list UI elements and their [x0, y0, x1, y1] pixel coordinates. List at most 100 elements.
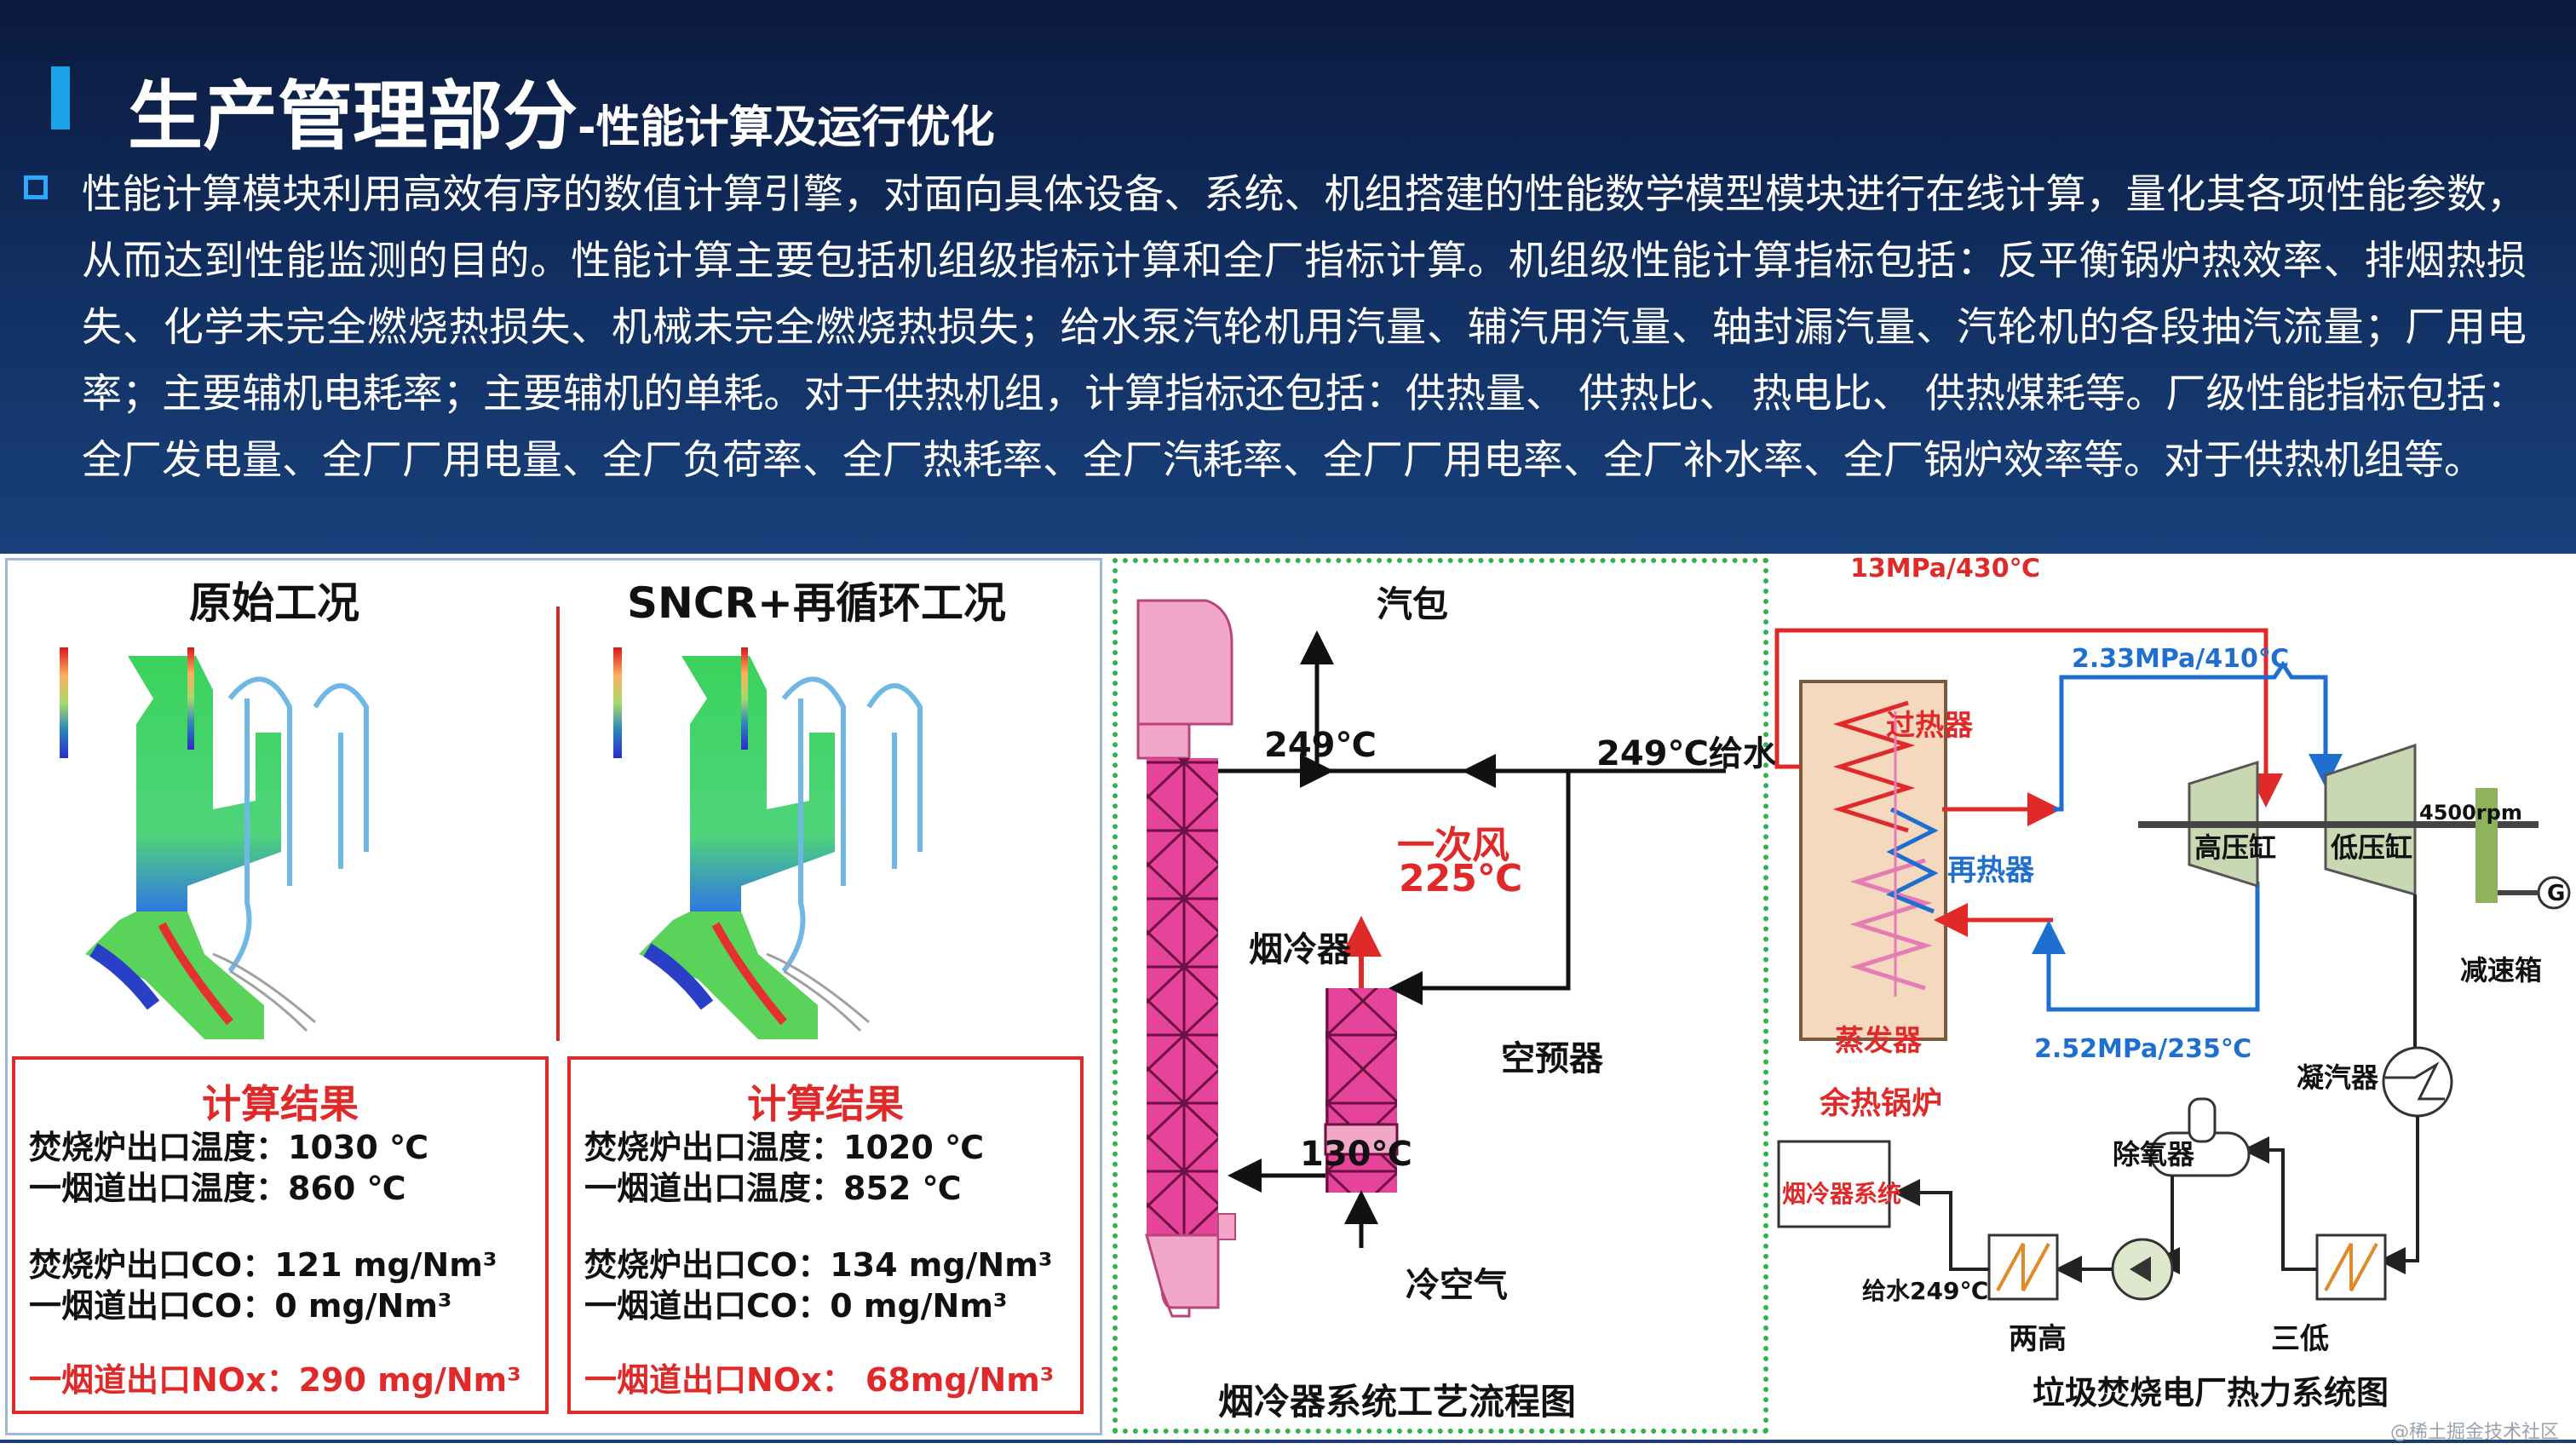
flue-cooler-tubes: [1147, 758, 1218, 1235]
description-paragraph: 性能计算模块利用高效有序的数值计算引擎，对面向具体设备、系统、机组搭建的性能数学…: [82, 171, 2527, 484]
flue-cooler-system-box: [1777, 1140, 1891, 1228]
hp-heater-outlet: [1893, 1179, 1989, 1271]
result-line-furnace-co: 焚烧炉出口CO：121 mg/Nm³: [29, 1246, 497, 1284]
result-line-flue-temp: 一烟道出口温度：852 ℃: [584, 1170, 962, 1207]
case2-simulation-image: [613, 647, 923, 1039]
lp-heater-coil: [2324, 1243, 2378, 1291]
page-title: 生产管理部分-性能计算及运行优化: [128, 56, 995, 164]
three-low-label: 三低: [2271, 1322, 2329, 1356]
two-high-label: 两高: [2009, 1322, 2067, 1356]
column-neck: [1136, 722, 1191, 760]
result-line-furnace-co: 焚烧炉出口CO：134 mg/Nm³: [584, 1246, 1053, 1284]
case1-result-box: 计算结果 焚烧炉出口温度：1030 ℃ 一烟道出口温度：860 ℃ 焚烧炉出口C…: [12, 1056, 549, 1414]
flue-cooler-label: 烟冷器: [1249, 930, 1351, 969]
result-line-flue-co: 一烟道出口CO：0 mg/Nm³: [584, 1287, 1008, 1325]
result-line-nox: 一烟道出口NOx：290 mg/Nm³: [29, 1361, 521, 1399]
lp-turbine-label: 低压缸: [2331, 831, 2413, 864]
result-line-nox: 一烟道出口NOx： 68mg/Nm³: [584, 1361, 1055, 1399]
flue-cooler-caption: 烟冷器系统工艺流程图: [1218, 1381, 1577, 1423]
hp-turbine-label: 高压缸: [2194, 831, 2277, 864]
flue-cooler-diagram: [1136, 599, 1726, 1318]
watermark: @稀土掘金技术社区: [2389, 1422, 2559, 1443]
deaerator-label: 除氧器: [2113, 1138, 2195, 1170]
case1-title: 原始工况: [189, 578, 359, 628]
waste-boiler-label: 余热锅炉: [1820, 1086, 1943, 1121]
feedwater-249-label-right: 给水249℃: [1862, 1277, 1989, 1305]
feedwater-249-label: 249℃给水: [1596, 734, 1777, 773]
case2-result-box: 计算结果 焚烧炉出口温度：1020 ℃ 一烟道出口温度：852 ℃ 焚烧炉出口C…: [567, 1056, 1084, 1414]
cold-zone: [89, 943, 160, 1010]
column-hopper: [1145, 1233, 1220, 1309]
flow-streamlines: [227, 676, 369, 973]
generator-label: G: [2547, 881, 2566, 906]
condenser-label: 凝汽器: [2297, 1061, 2379, 1094]
legend-colorbar: [613, 647, 622, 758]
primary-air-label: 一次风: [1397, 824, 1509, 867]
condenser-icon: [2382, 1046, 2453, 1118]
thermal-system-caption: 垃圾焚烧电厂热力系统图: [2033, 1374, 2389, 1412]
simulation-panel: [5, 558, 1102, 1435]
air-preheater-label: 空预器: [1501, 1039, 1603, 1078]
bullet-square-icon: [24, 175, 48, 199]
cold-air-label: 冷空气: [1406, 1266, 1508, 1305]
column-port: [1217, 1213, 1236, 1240]
drum-label: 汽包: [1377, 584, 1449, 625]
reheat-steam-label: 2.33MPa/410℃: [2072, 644, 2290, 674]
flow-streamlines-lower: [212, 952, 316, 1032]
column-outlet: [1160, 1290, 1191, 1318]
deaerator-head: [2188, 1097, 2217, 1143]
condenser-symbol: [2385, 1061, 2445, 1101]
flow-streamlines: [781, 676, 923, 973]
rpm-label: 4500rpm: [2419, 801, 2522, 825]
cold-zone: [643, 943, 714, 1010]
reheat-steam-line: [2053, 660, 2343, 812]
superheater-coil: [1832, 700, 1916, 833]
result-line-furnace-temp: 焚烧炉出口温度：1030 ℃: [29, 1129, 429, 1166]
title-main: 生产管理部分: [128, 72, 578, 160]
hp-heater-coil: [1996, 1243, 2050, 1291]
gearbox-label: 减速箱: [2460, 954, 2543, 986]
flue-cooler-system-label: 烟冷器系统: [1782, 1180, 1902, 1208]
flame-zone: [158, 922, 233, 1026]
footer-rule: [0, 1440, 2576, 1443]
result-line-flue-co: 一烟道出口CO：0 mg/Nm³: [29, 1287, 452, 1325]
air-preheater-gap: [1324, 1123, 1399, 1156]
legend-colorbar-2: [741, 647, 748, 750]
temp-249-label: 249℃: [1264, 726, 1377, 765]
evaporator-label: 蒸发器: [1835, 1024, 1922, 1058]
case-separator: [556, 607, 560, 1041]
primary-air-temp-label: 225℃: [1399, 857, 1523, 900]
main-steam-line: [1774, 628, 2283, 808]
thermal-system-diagram: [1774, 628, 2571, 1301]
result-line-flue-temp: 一烟道出口温度：860 ℃: [29, 1170, 406, 1207]
case1-simulation-image: [60, 647, 369, 1039]
lp-turbine: [2324, 743, 2417, 896]
main-steam-label: 13MPa/430℃: [1850, 554, 2040, 584]
legend-colorbar: [60, 647, 68, 758]
temp-130-label: 130℃: [1300, 1135, 1412, 1174]
reheater-coil: [1885, 807, 1939, 914]
pump-arrow: [2130, 1256, 2151, 1282]
furnace-temperature-field: [128, 656, 281, 911]
flue-cooler-panel: [1113, 558, 1768, 1434]
title-accent-bar: [51, 66, 70, 129]
result-title: 计算结果: [747, 1081, 904, 1127]
reheater-label: 再热器: [1947, 854, 2034, 888]
to-deaerator: [2242, 1136, 2317, 1271]
flow-streamlines-lower: [766, 952, 870, 1032]
header-area: 生产管理部分-性能计算及运行优化 性能计算模块利用高效有序的数值计算引擎，对面向…: [0, 0, 2576, 554]
furnace-temperature-field: [681, 656, 835, 911]
preheater-water-line: [1389, 771, 1571, 1005]
cold-reheat-label: 2.52MPa/235℃: [2034, 1034, 2252, 1064]
column-top: [1136, 599, 1233, 726]
case2-title: SNCR+再循环工况: [627, 578, 1006, 628]
flame-zone: [711, 922, 787, 1026]
result-line-furnace-temp: 焚烧炉出口温度：1020 ℃: [584, 1129, 985, 1166]
result-title: 计算结果: [202, 1081, 359, 1127]
air-preheater-tubes: [1325, 988, 1397, 1193]
gearbox: [2475, 788, 2498, 903]
legend-colorbar-2: [187, 647, 194, 750]
evaporator-coil: [1849, 858, 1933, 991]
cold-reheat-line: [2032, 882, 2260, 1012]
